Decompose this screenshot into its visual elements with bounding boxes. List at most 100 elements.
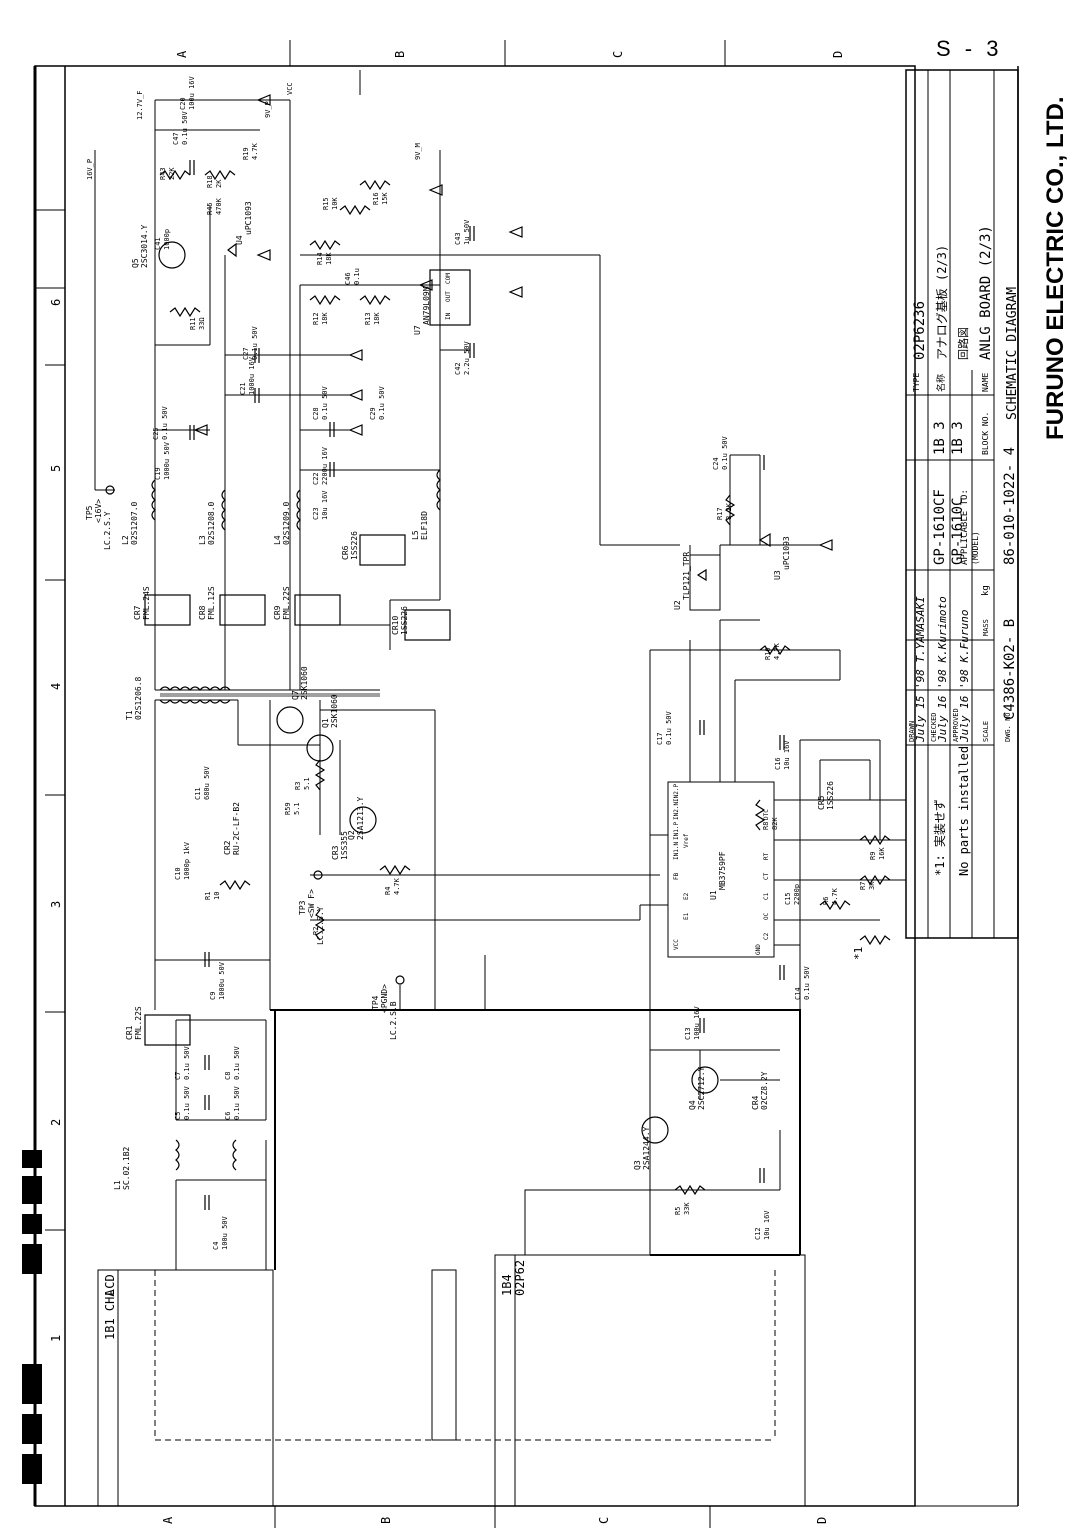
capacitor-ref: C42 [454, 362, 462, 375]
capacitor-ref: C23 [312, 507, 320, 520]
magnetic-part: 02S1207.0 [130, 501, 139, 545]
capacitor-ref: C9 [209, 992, 217, 1000]
capacitor-ref: C25 [152, 427, 160, 440]
mass-label: MASS [982, 619, 990, 636]
transistor-ref: Q7 [291, 690, 300, 700]
note-jp: *1: 実装せず [932, 799, 947, 876]
zone-letter-bottom-b: B [379, 1517, 393, 1524]
dwg-label: DWG. NO. [1004, 708, 1012, 742]
name-label: NAME [981, 373, 990, 392]
zone-letter-top-a: A [175, 50, 189, 58]
diode-ref: CR3 [331, 845, 340, 860]
u1-pin-label: RT [763, 852, 770, 860]
model-1: GP-1610CF [932, 489, 948, 565]
diode-part: RU-2C-LF-B2 [232, 802, 241, 855]
resistor-value: 18K [325, 252, 333, 265]
u1-pin-label: C1 [763, 892, 770, 900]
ic-ref: U2 [673, 600, 682, 610]
zone-letter-bottom-a: A [161, 1516, 175, 1524]
capacitor-ref: C43 [454, 232, 462, 245]
capacitor-value: 10u 16V [783, 740, 791, 770]
name-jp-label: 名称 [935, 374, 947, 392]
capacitor-ref: C7 [174, 1072, 182, 1080]
transistor-part: 2SC2712.Y [697, 1066, 706, 1110]
capacitor-value: 10u 16V [321, 490, 329, 520]
transistor-part: 2SC3014.Y [140, 224, 149, 268]
capacitor-ref: C4 [212, 1242, 220, 1250]
capacitor-value: 10u 16V [763, 1210, 771, 1240]
capacitor-ref: C21 [239, 382, 247, 395]
ic-ref: U7 [413, 325, 422, 335]
capacitor-value: 2200p [793, 884, 801, 905]
transistor-ref: Q2 [347, 830, 356, 840]
block-no-1: 1B 3 [932, 421, 948, 455]
capacitor-value: 100u 16V [693, 1005, 701, 1040]
transistor-ref: Q5 [131, 258, 140, 268]
magnetic-part: 02S1208.0 [207, 501, 216, 545]
capacitor-ref: C16 [774, 757, 782, 770]
resistor-ref: R17 [716, 507, 724, 520]
capacitor-ref: C19 [154, 467, 162, 480]
capacitor-ref: C27 [242, 347, 250, 360]
circuit-jp: 回路図 [957, 327, 970, 360]
zone-number-4: 4 [49, 683, 63, 690]
u7-pin-label: COM [445, 273, 452, 284]
resistor-ref: R4 [384, 887, 392, 895]
u1-pin-label: DTC [763, 809, 770, 820]
ic-part: AN79L09M [422, 286, 431, 325]
model-label: (MODEL) [971, 531, 980, 565]
ic-ref: U1 [709, 890, 718, 900]
resistor-ref: R18 [206, 175, 214, 188]
component-labels: 12.7V_FVCC16V_P9V_P9V_MTP5<16V>LC.2.S.YT… [85, 75, 886, 1250]
company-name: FURUNO ELECTRIC CO., LTD. [1042, 96, 1069, 440]
net-label: 9V_P [264, 101, 272, 118]
zone-letter-bottom-c: C [597, 1517, 611, 1524]
zone-letter-bottom-d: D [815, 1517, 829, 1524]
test-point-net: <16V> [94, 499, 103, 523]
sign-drawn: July 15 '98 T.YAMASAKI [914, 596, 927, 743]
capacitor-ref: C28 [312, 407, 320, 420]
capacitor-ref: C17 [656, 732, 664, 745]
model-2: GP-1610C [950, 498, 966, 565]
transistor-part: 2SK1060 [330, 694, 339, 728]
net-label: 16V_P [86, 159, 94, 180]
resistor-value: 8.2K [725, 502, 733, 520]
capacitor-value: 100u 50V [221, 1215, 229, 1250]
resistor-value: 33K [683, 1202, 691, 1215]
transistor-part: 2SK1060 [300, 666, 309, 700]
u1-pin-label: IN1.P [673, 822, 680, 840]
u1-pin-label: IN2.P [673, 784, 680, 802]
transistor-part: 2SA1213.Y [356, 796, 365, 840]
zone-letter-top-b: B [393, 51, 407, 58]
resistor-ref: R6 [822, 897, 830, 905]
u1-pin-label: E1 [683, 912, 690, 920]
capacitor-ref: C5 [174, 1112, 182, 1120]
resistor-ref: R12 [312, 312, 320, 325]
diode-part: 1SS226 [826, 781, 835, 810]
diagram-title: SCHEMATIC DIAGRAM [1005, 287, 1020, 420]
name-value: ANLG BOARD (2/3) [978, 225, 994, 360]
resistor-ref: R15 [322, 197, 330, 210]
diode-part: FML.22S [282, 586, 291, 620]
resistor-ref: R8 [762, 822, 770, 830]
ic-ref: U4 [235, 235, 244, 245]
capacitor-value: 1000p 1kV [183, 841, 191, 880]
magnetic-part: SC.02.1B2 [122, 1146, 131, 1190]
ic-part: MB3759PF [718, 851, 727, 890]
note-en: No parts installed [957, 746, 971, 876]
zone-letters: A B C D A B C D [161, 50, 845, 1524]
connector-labels: 1B1 CHA LCD 1B4 02P62 [103, 1260, 527, 1340]
capacitor-value: 0.1u 50V [233, 1085, 241, 1120]
resistor-value: 22K [168, 167, 176, 180]
capacitor-ref: C12 [754, 1227, 762, 1240]
resistor-ref: R11 [189, 317, 197, 330]
net-label: 12.7V_F [136, 90, 144, 120]
block-no-label: BLOCK NO. [981, 412, 990, 455]
capacitor-ref: C46 [344, 272, 352, 285]
diode-part: 02CZ8.2Y [760, 1071, 769, 1110]
u7-pin-label: IN [445, 312, 452, 320]
type-value: 02P6236 [912, 301, 928, 360]
resistor-value: 18K [321, 312, 329, 325]
resistor-ref: R45 [206, 202, 214, 215]
